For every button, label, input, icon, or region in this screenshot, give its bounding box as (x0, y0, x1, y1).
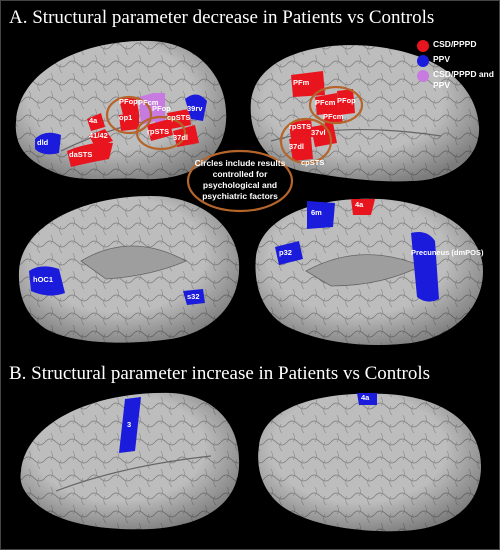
region-label: 6m (311, 208, 322, 217)
legend-swatch-ppv (417, 55, 429, 67)
region-hoc1-left (29, 266, 65, 296)
circle-lh-2 (135, 115, 187, 151)
region-label: 37dl (173, 133, 189, 142)
region-label: hOC1 (33, 275, 54, 284)
region-6m-right (307, 201, 335, 229)
region-37dl-right (289, 137, 313, 161)
region-4a-right (351, 199, 375, 215)
region-label: 4a (89, 116, 98, 125)
region-4a-left (87, 113, 105, 131)
region-label: daSTS (69, 150, 93, 159)
note-circle (186, 149, 294, 213)
region-dasts-left (67, 142, 113, 167)
legend-label: CSD/PPPD (433, 39, 477, 49)
region-pfcm-right (315, 93, 339, 115)
region-rpsts-right (289, 119, 313, 139)
brain-b-right (258, 393, 481, 532)
legend-swatch-both (417, 70, 429, 82)
region-pfm-right (291, 71, 325, 97)
region-p32-right (275, 241, 303, 265)
circle-note: Circles include results controlled for p… (194, 158, 286, 201)
legend-swatch-csd (417, 40, 429, 52)
region-label: 3 (127, 420, 132, 429)
region-pfop-right (337, 89, 355, 115)
circle-rh-2 (279, 117, 333, 165)
region-label: 41/42 (89, 131, 108, 140)
region-label: PFop (337, 96, 356, 105)
region-b-4a-right (357, 393, 377, 405)
region-label: Precuneus (dmPOS) (411, 248, 484, 257)
region-label: 4a (361, 393, 370, 402)
region-label: 4a (355, 200, 364, 209)
region-39rv-left (185, 94, 207, 121)
panel-a-title: A. Structural parameter decrease in Pati… (9, 7, 435, 28)
region-label: rpSTS (147, 127, 170, 136)
legend-item: PPV (417, 54, 500, 67)
region-label: PFcm (315, 98, 336, 107)
region-label: 37vl (311, 128, 326, 137)
region-label: cpSTS (301, 158, 325, 167)
region-37dl-left (173, 125, 199, 147)
region-label: 37dl (289, 142, 305, 151)
region-rpsts-left (147, 119, 173, 141)
region-pfop-left (119, 97, 139, 115)
brain-b-left (20, 392, 240, 530)
region-precuneus-right (411, 232, 439, 302)
brain-right-medial (255, 198, 483, 346)
region-label: 39rv (187, 104, 203, 113)
region-label: PFcm (323, 112, 344, 121)
legend-item: CSD/PPPD (417, 39, 500, 52)
legend-item: CSD/PPPD and PPV (417, 69, 500, 91)
region-label: s32 (187, 292, 200, 301)
region-4142-left (89, 129, 113, 147)
region-pfop2-left (153, 93, 165, 123)
region-s32-left (183, 289, 205, 305)
region-label: PFop (152, 104, 171, 113)
region-label: PFcm (138, 98, 159, 107)
region-label: cpSTS (167, 113, 191, 122)
brain-left-medial (18, 196, 240, 343)
brain-left-lateral (15, 40, 227, 180)
circle-rh-1 (308, 85, 364, 125)
region-dld-left (35, 132, 61, 155)
region-label: PFop (119, 97, 138, 106)
circle-lh-1 (105, 95, 153, 135)
region-label: op1 (119, 113, 133, 122)
region-label: rpSTS (289, 122, 312, 131)
legend: CSD/PPPD PPV CSD/PPPD and PPV (417, 39, 500, 93)
legend-label: CSD/PPPD and PPV (433, 69, 494, 90)
panel-b-title: B. Structural parameter increase in Pati… (9, 363, 431, 384)
region-label: dld (37, 138, 49, 147)
region-label: p32 (279, 248, 292, 257)
region-cpsts-left (167, 109, 191, 129)
region-label: PFm (293, 78, 310, 87)
legend-label: PPV (433, 54, 451, 64)
region-op1-left (119, 113, 139, 131)
region-b-3-left (119, 397, 141, 453)
